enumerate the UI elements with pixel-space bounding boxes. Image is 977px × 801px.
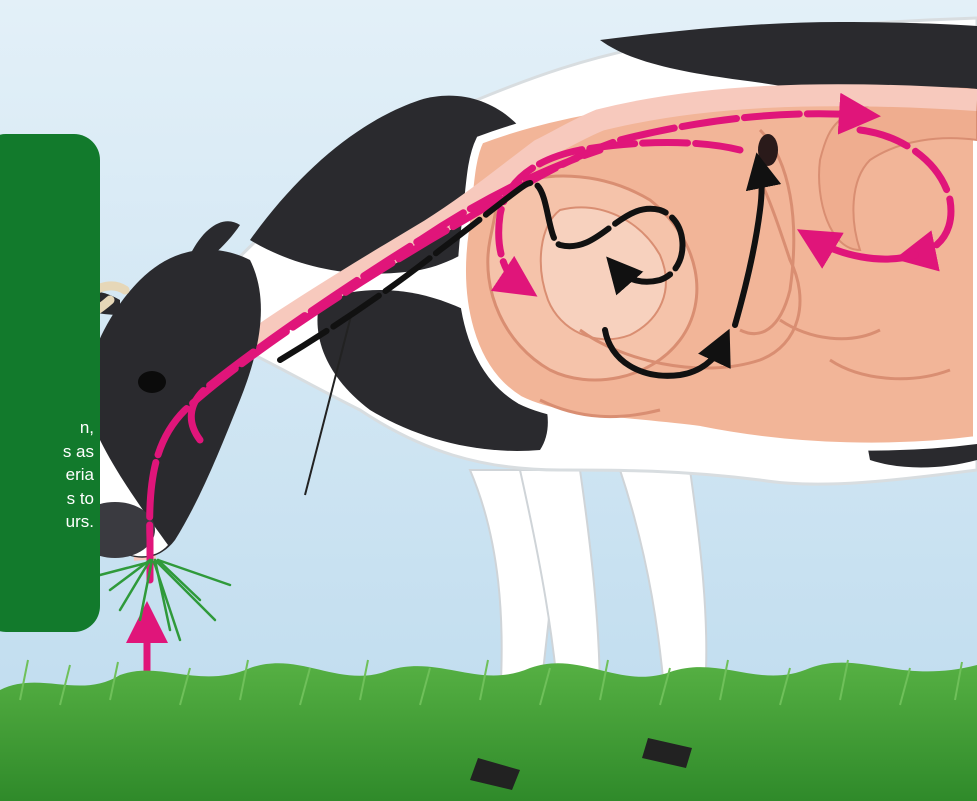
callout-line: urs. xyxy=(0,510,94,534)
callout-line: n, xyxy=(0,416,94,440)
callout-text: n, s as eria s to urs. xyxy=(0,416,94,534)
callout-line: s as xyxy=(0,440,94,464)
callout-line: s to xyxy=(0,487,94,511)
callout-line: eria xyxy=(0,463,94,487)
info-callout-box: n, s as eria s to urs. xyxy=(0,134,100,632)
